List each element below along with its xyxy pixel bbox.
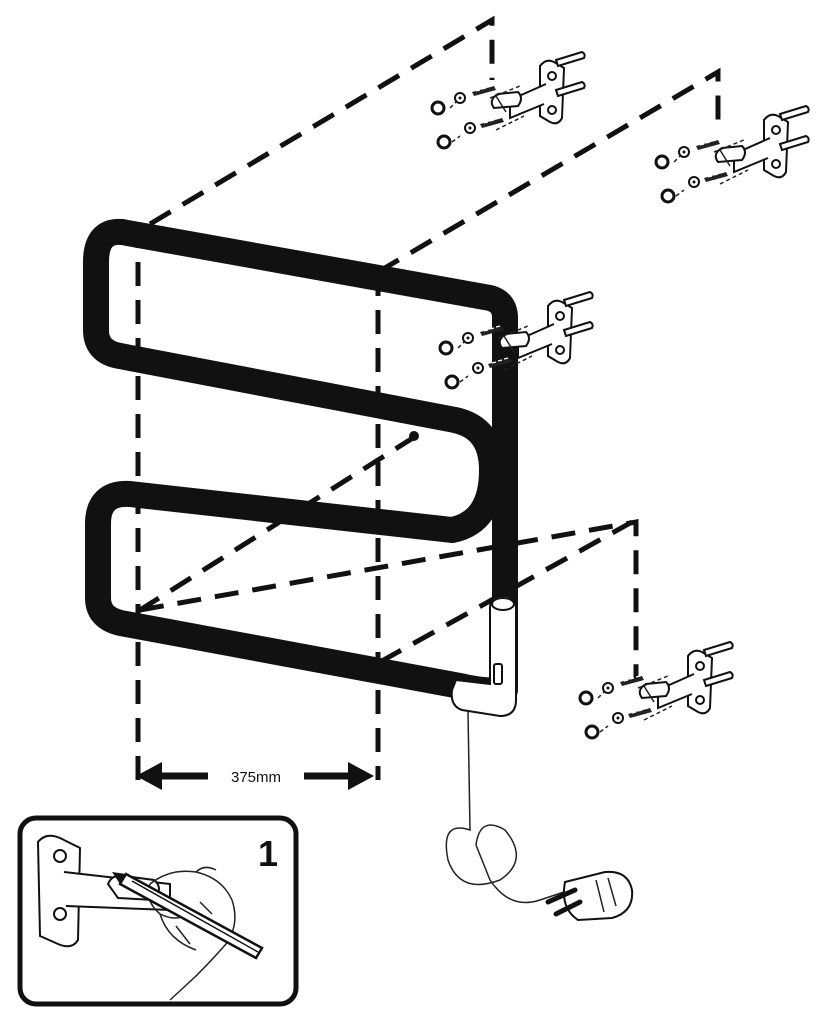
towel-rail-icon [83, 218, 518, 718]
dimension-label: 375mm [231, 769, 281, 786]
projection-lines [135, 15, 721, 780]
step-inset: 1 [17, 815, 299, 1007]
wall-bracket-icon [432, 52, 809, 738]
power-cable [445, 711, 571, 904]
pencil-icon [112, 872, 264, 960]
step-number: 1 [258, 833, 278, 874]
power-plug-icon [545, 870, 634, 922]
dimension-arrow: 375mm [136, 762, 374, 790]
